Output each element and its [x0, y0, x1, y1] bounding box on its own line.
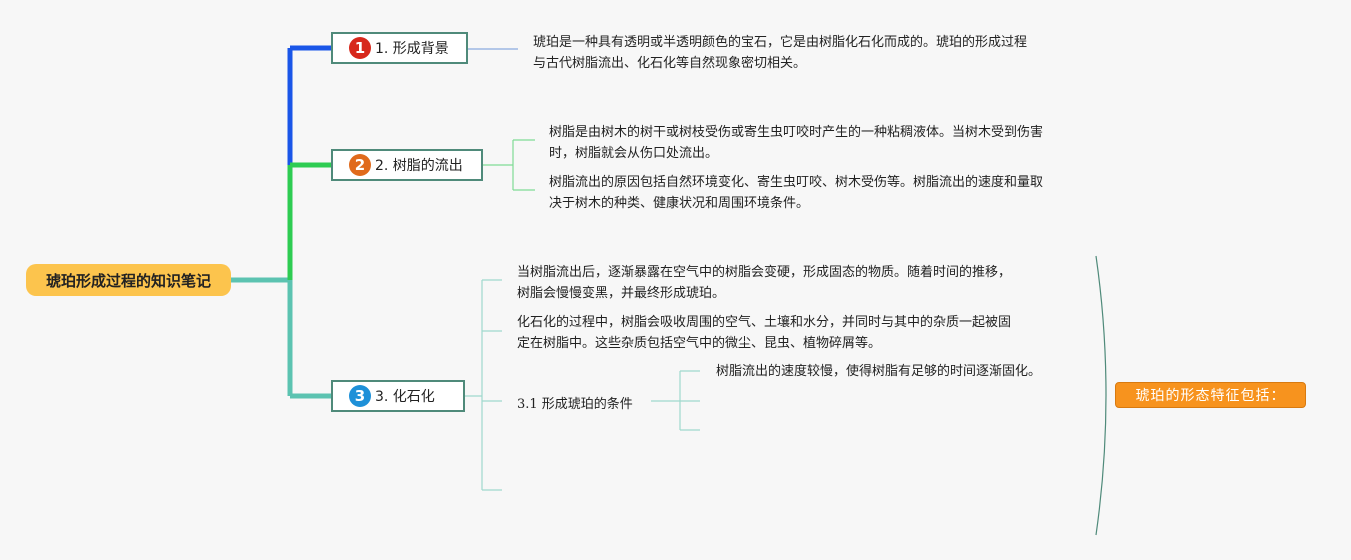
- summary-topic[interactable]: 琥珀的形态特征包括：: [1115, 382, 1306, 408]
- topic-fossilization[interactable]: 3 3. 化石化: [331, 380, 465, 412]
- note-resin-definition[interactable]: 树脂是由树木的树干或树枝受伤或寄生虫叮咬时产生的一种粘稠液体。当树木受到伤害时，…: [549, 125, 1044, 161]
- subtopic-amber-conditions[interactable]: 3.1 形成琥珀的条件: [517, 397, 633, 412]
- topic-formation-background[interactable]: 1 1. 形成背景: [331, 32, 468, 64]
- number-2-badge-icon: 2: [349, 154, 371, 176]
- note-hardening[interactable]: 当树脂流出后，逐渐暴露在空气中的树脂会变硬，形成固态的物质。随着时间的推移，树脂…: [517, 265, 1012, 301]
- topic-label: 2. 树脂的流出: [375, 158, 463, 174]
- central-topic-label: 琥珀形成过程的知识笔记: [45, 271, 211, 290]
- note-background[interactable]: 琥珀是一种具有透明或半透明颜色的宝石，它是由树脂化石化而成的。琥珀的形成过程与古…: [533, 35, 1028, 71]
- central-topic[interactable]: 琥珀形成过程的知识笔记: [26, 264, 231, 296]
- number-1-badge-icon: 1: [349, 37, 371, 59]
- topic-label: 1. 形成背景: [375, 41, 449, 57]
- summary-bracket: [1095, 255, 1107, 536]
- note-resin-causes[interactable]: 树脂流出的原因包括自然环境变化、寄生虫叮咬、树木受伤等。树脂流出的速度和量取决于…: [549, 175, 1044, 211]
- topic-resin-outflow[interactable]: 2 2. 树脂的流出: [331, 149, 483, 181]
- note-fossilization-process[interactable]: 化石化的过程中，树脂会吸收周围的空气、土壤和水分，并同时与其中的杂质一起被固定在…: [517, 315, 1012, 351]
- number-3-badge-icon: 3: [349, 385, 371, 407]
- summary-label: 琥珀的形态特征包括：: [1135, 388, 1286, 404]
- topic-label: 3. 化石化: [375, 389, 435, 405]
- subtopic-item-slow-flow[interactable]: 树脂流出的速度较慢，使得树脂有足够的时间逐渐固化。: [716, 364, 1042, 379]
